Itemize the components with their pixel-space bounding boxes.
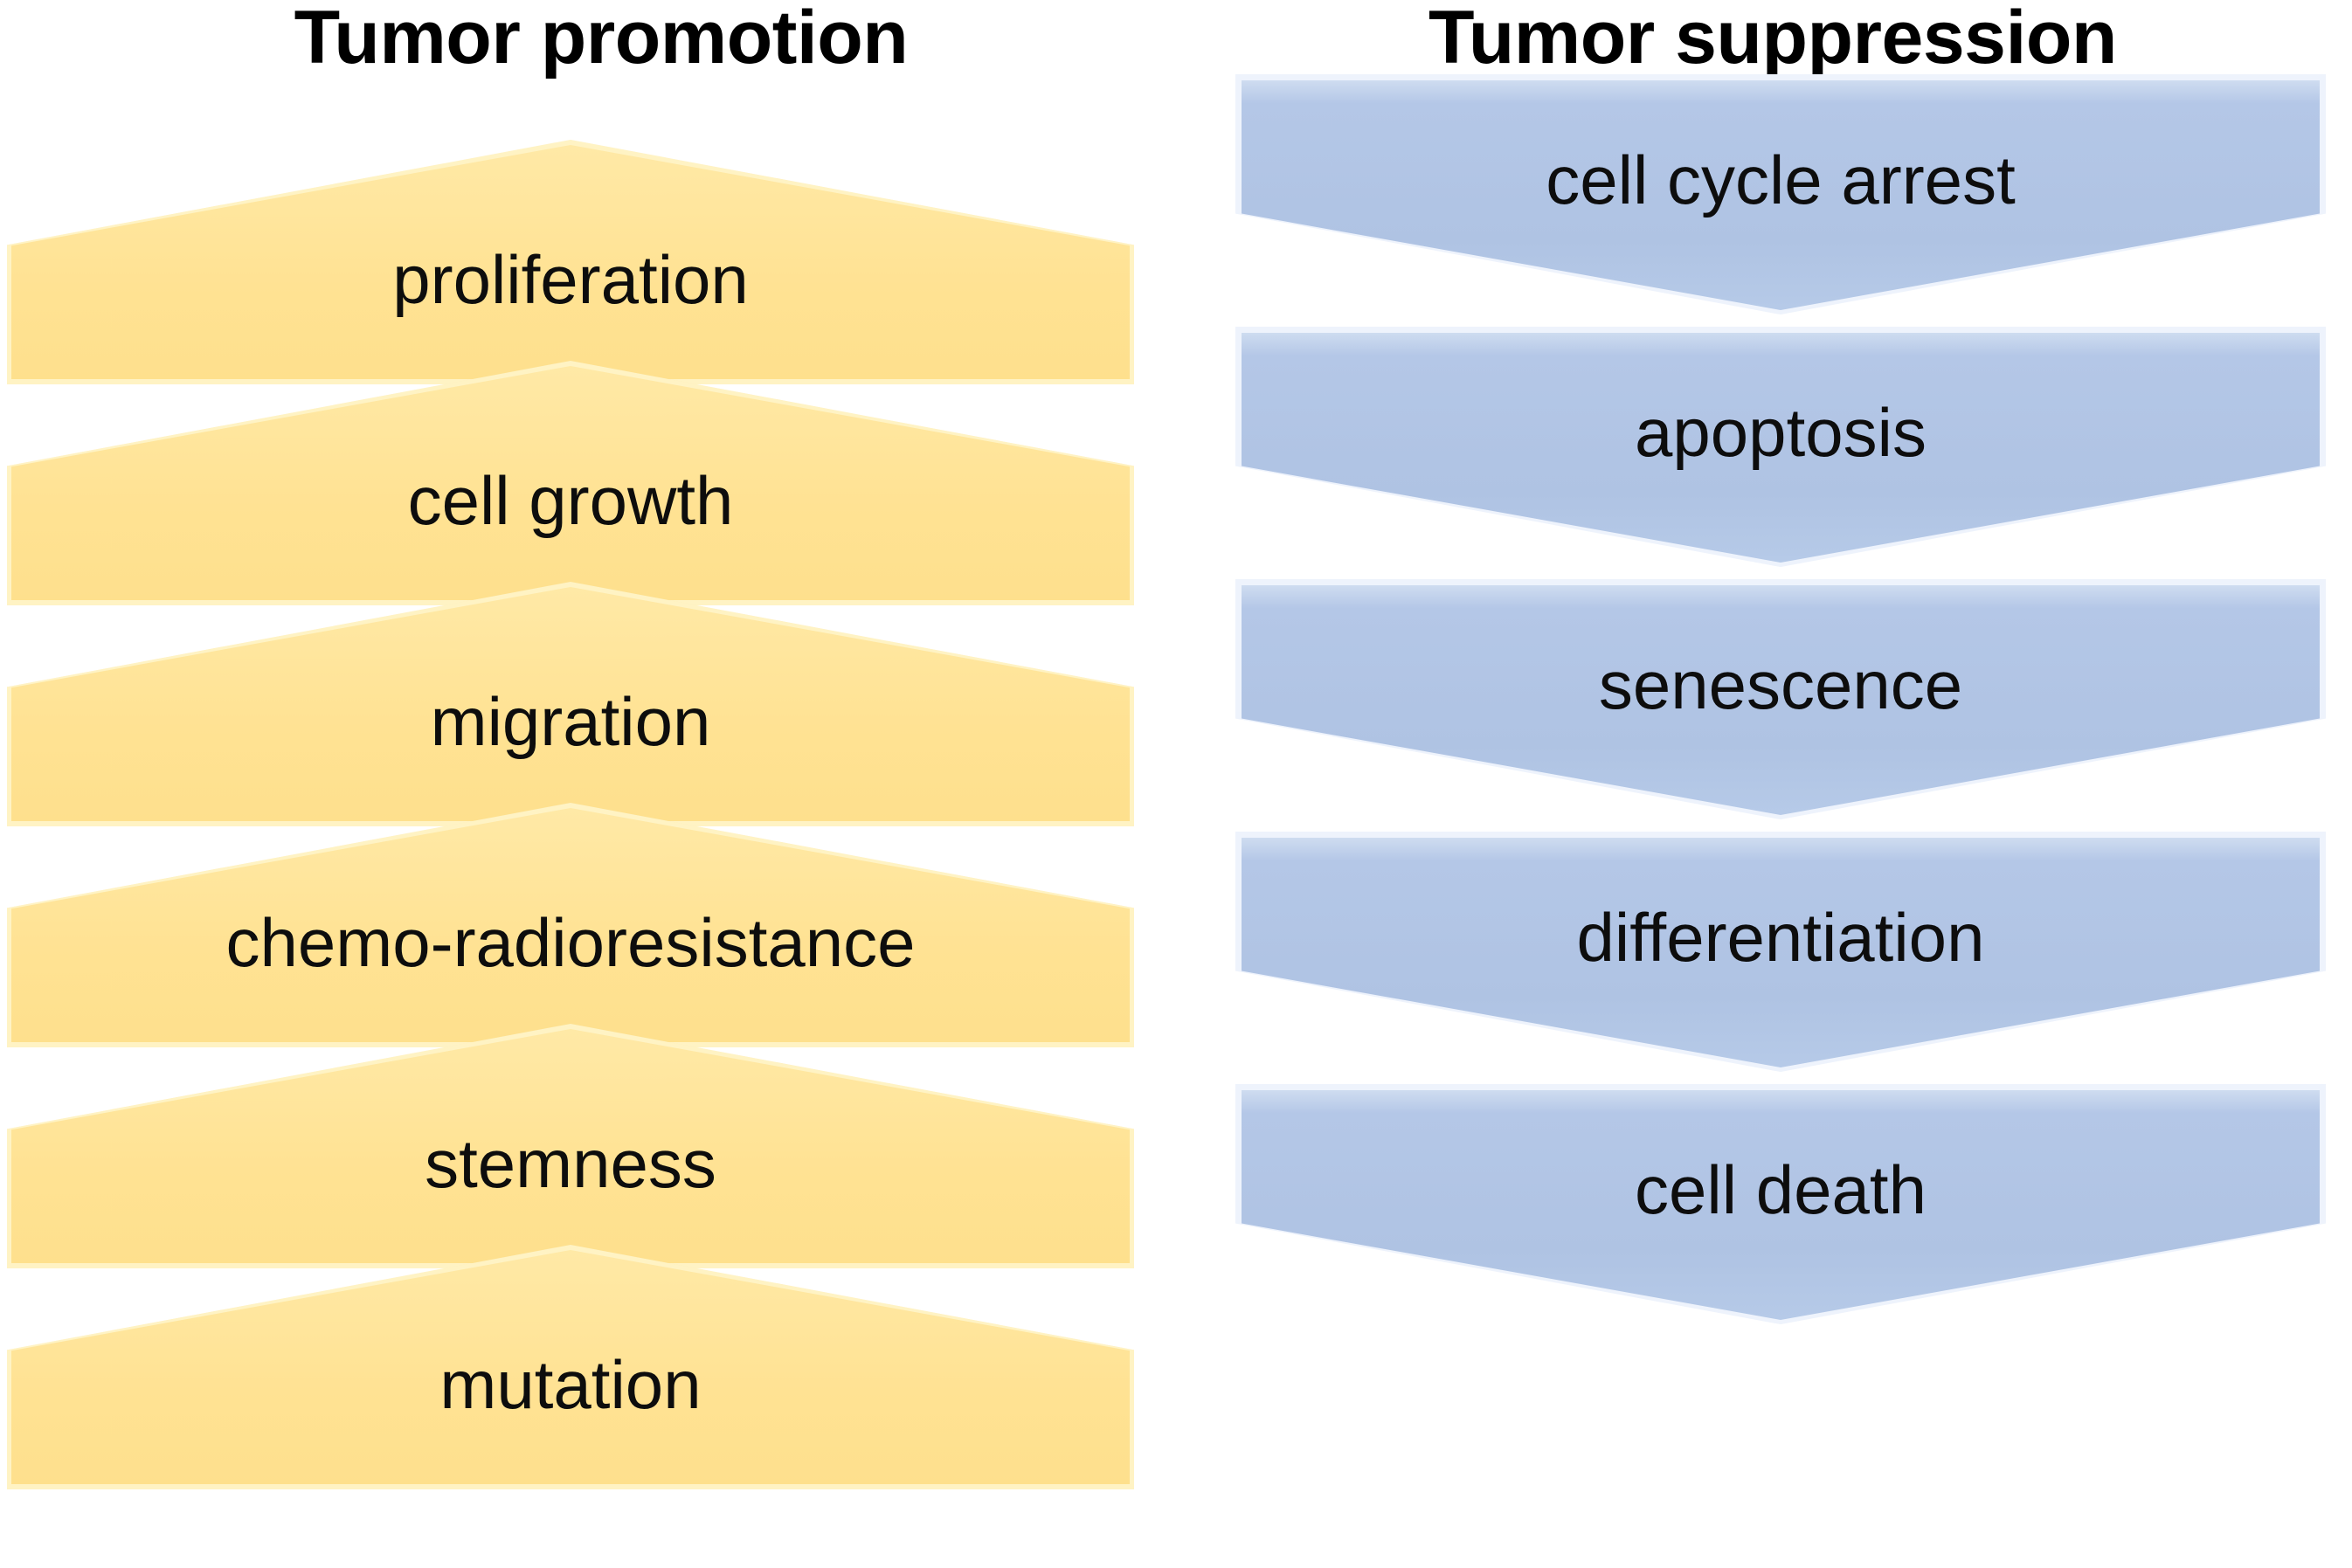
- chevron-cell-cycle-arrest[interactable]: cell cycle arrest: [1235, 74, 2326, 314]
- chevron-differentiation[interactable]: differentiation: [1235, 832, 2326, 1072]
- chevron-stack-suppression: cell cycle arrest apoptosis senescence d…: [1235, 74, 2326, 1337]
- chevron-label: senescence: [1598, 646, 1963, 723]
- chevron-label: migration: [430, 683, 711, 760]
- chevron-label: differentiation: [1576, 898, 1985, 976]
- chevron-label: mutation: [439, 1346, 702, 1423]
- chevron-chemo-radioresistance[interactable]: chemo-radioresistance: [7, 803, 1134, 1047]
- chevron-label: stemness: [425, 1125, 716, 1202]
- chevron-cell-growth[interactable]: cell growth: [7, 361, 1134, 605]
- column-title-tumor-promotion: Tumor promotion: [294, 0, 909, 79]
- chevron-label: proliferation: [392, 241, 749, 318]
- chevron-mutation[interactable]: mutation: [7, 1245, 1134, 1489]
- chevron-senescence[interactable]: senescence: [1235, 579, 2326, 819]
- chevron-stack-promotion: proliferation cell growth migration chem…: [7, 140, 1134, 1489]
- chevron-cell-death[interactable]: cell death: [1235, 1084, 2326, 1324]
- chevron-label: chemo-radioresistance: [225, 904, 916, 981]
- chevron-label: cell growth: [407, 462, 734, 539]
- column-tumor-suppression: Tumor suppression cell cycle arrest apop…: [1176, 0, 2352, 1568]
- chevron-label: cell death: [1635, 1150, 1927, 1228]
- column-title-tumor-suppression: Tumor suppression: [1428, 0, 2117, 79]
- column-tumor-promotion: Tumor promotion proliferation cell growt…: [0, 0, 1176, 1568]
- chevron-migration[interactable]: migration: [7, 582, 1134, 826]
- chevron-label: cell cycle arrest: [1546, 141, 2016, 218]
- chevron-label: apoptosis: [1635, 393, 1927, 471]
- chevron-apoptosis[interactable]: apoptosis: [1235, 327, 2326, 567]
- chevron-stemness[interactable]: stemness: [7, 1024, 1134, 1268]
- chevron-proliferation[interactable]: proliferation: [7, 140, 1134, 384]
